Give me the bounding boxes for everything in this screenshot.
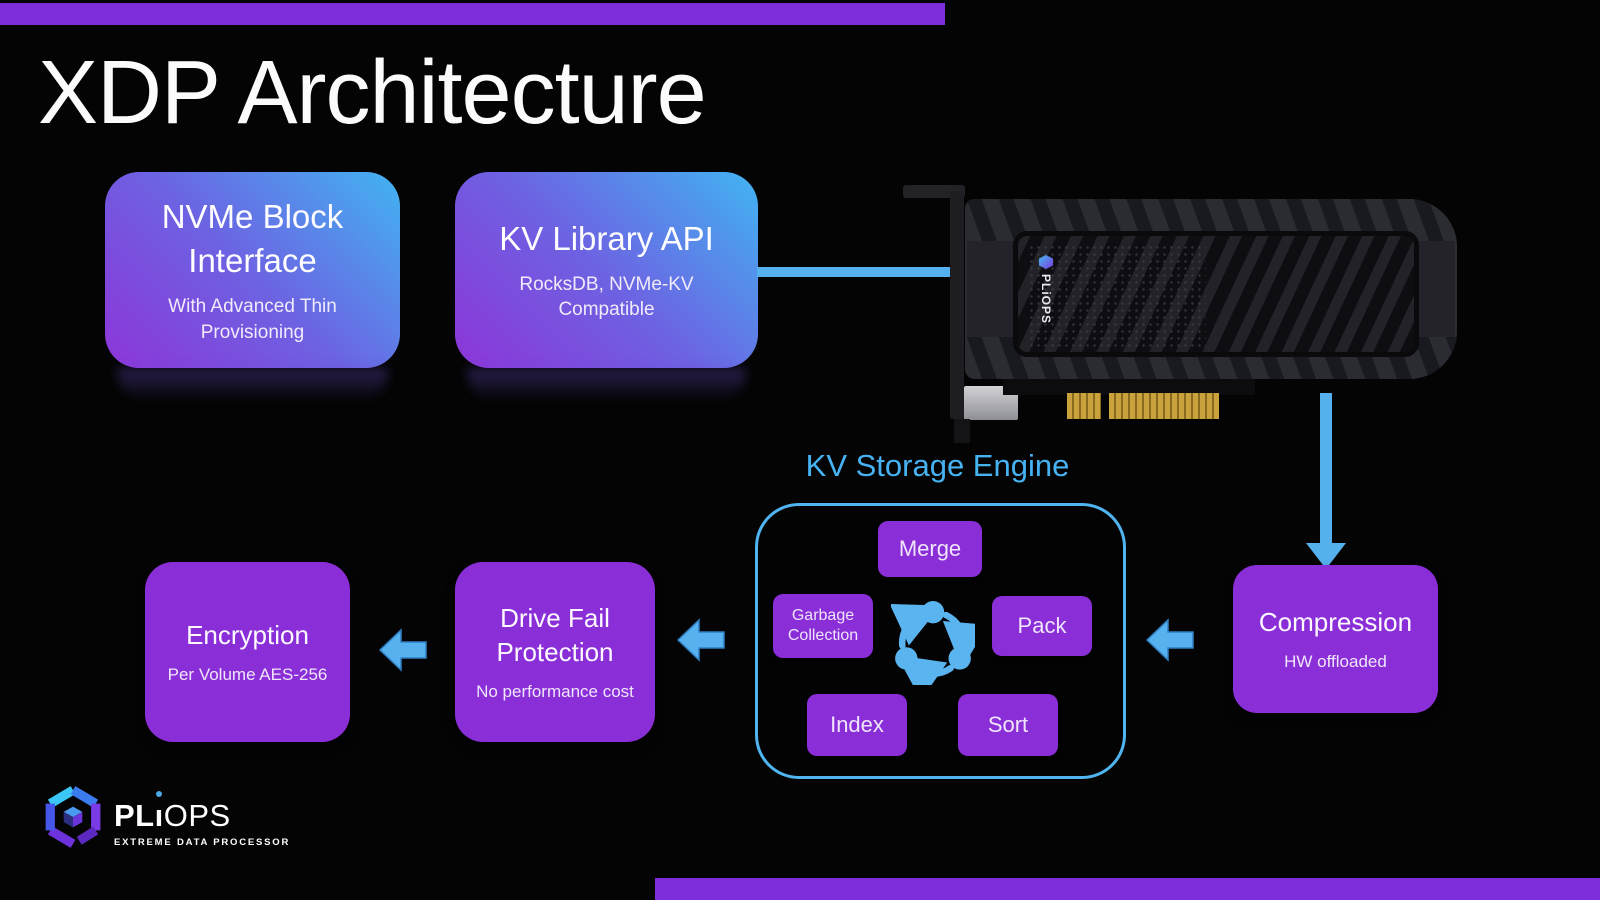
compression-title: Compression [1258, 607, 1413, 638]
kv-api-box-subtitle: RocksDB, NVMe-KV Compatible [519, 273, 694, 321]
xdp-pcie-card-image: PLiOPS [895, 183, 1465, 443]
encryption-title: Encryption [186, 620, 309, 651]
node-merge: Merge [878, 521, 982, 577]
card-body: PLiOPS [965, 199, 1457, 379]
nvme-box-subtitle: With Advanced Thin Provisioning [168, 295, 337, 343]
pliops-logo-text: PLıOPS [114, 798, 231, 833]
drive-fail-title: Drive Fail Protection [496, 603, 614, 667]
compression-box: Compression HW offloaded [1233, 565, 1438, 713]
card-to-compression-arrow [1306, 393, 1346, 569]
card-mesh-panel [1013, 231, 1419, 357]
card-pliops-logo-text: PLiOPS [1039, 274, 1053, 325]
engine-to-drivefail-arrow [676, 618, 725, 662]
card-pcb-edge [1003, 379, 1255, 395]
drive-fail-subtitle: No performance cost [476, 681, 634, 701]
cycle-icon [891, 601, 975, 685]
encryption-subtitle: Per Volume AES-256 [167, 664, 328, 684]
card-pcie-fingers-long [1109, 393, 1219, 419]
slide-title: XDP Architecture [38, 43, 707, 143]
kv-api-box-title: KV Library API [499, 220, 714, 258]
top-accent-bar [0, 3, 945, 25]
card-pliops-logo: PLiOPS [1039, 255, 1053, 324]
compression-subtitle: HW offloaded [1284, 651, 1387, 671]
pliops-tagline: EXTREME DATA PROCESSOR [114, 837, 291, 848]
kv-library-api-box: KV Library API RocksDB, NVMe-KV Compatib… [455, 172, 758, 368]
card-bracket-tab [903, 185, 965, 198]
card-bracket [950, 191, 964, 419]
card-mesh-dots [1028, 244, 1207, 349]
card-bracket-leg [954, 419, 970, 443]
pliops-mark-icon [45, 786, 101, 848]
nvme-block-interface-box: NVMe Block Interface With Advanced Thin … [105, 172, 400, 368]
nvme-box-title: NVMe Block Interface [161, 197, 344, 280]
api-to-card-connector-line [757, 267, 957, 277]
node-index: Index [807, 694, 907, 756]
bottom-accent-bar [655, 878, 1600, 900]
card-pcie-fingers-short [1067, 393, 1101, 419]
drivefail-to-encryption-arrow [378, 628, 427, 672]
compression-to-engine-arrow [1145, 618, 1194, 662]
kv-storage-engine-title: KV Storage Engine [805, 448, 1070, 483]
node-sort: Sort [958, 694, 1058, 756]
node-garbage-collection: Garbage Collection [773, 594, 873, 658]
encryption-box: Encryption Per Volume AES-256 [145, 562, 350, 742]
card-pliops-mark-icon [1039, 255, 1053, 269]
drive-fail-protection-box: Drive Fail Protection No performance cos… [455, 562, 655, 742]
node-pack: Pack [992, 596, 1092, 656]
pliops-footer-logo: PLıOPS EXTREME DATA PROCESSOR [44, 786, 290, 848]
